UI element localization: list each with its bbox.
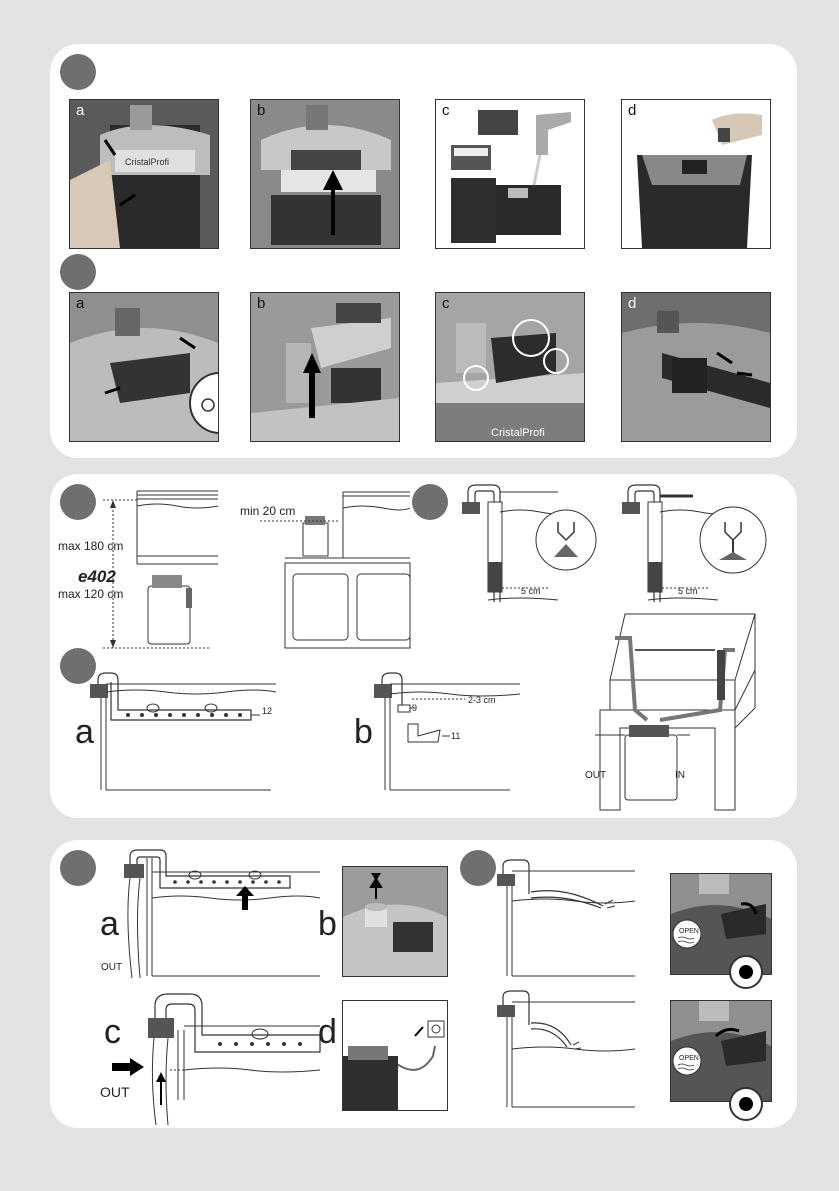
step-dot-2 [60, 254, 96, 290]
step-dot-3 [60, 484, 96, 520]
photo-row2-c: c CristalProfi [435, 292, 585, 442]
arrow-right-icon [112, 1058, 144, 1076]
filter-lift-photo [251, 100, 399, 248]
svg-text:CristalProfi: CristalProfi [491, 427, 545, 439]
valve-insert-photo [251, 293, 399, 441]
part-9-label: 9 [412, 703, 417, 713]
flow-diagram-weak [495, 987, 640, 1107]
flow-diagram-strong [495, 856, 640, 976]
photo-label: d [628, 102, 636, 119]
intake-diagram-2 [618, 482, 773, 602]
photo-label: b [257, 295, 265, 312]
hose-lock-photo [622, 293, 770, 441]
outlet-c-label: OUT [100, 1084, 130, 1100]
photo-label: d [628, 295, 636, 312]
photo-row2-d: d [621, 292, 771, 442]
step-dot-7 [460, 850, 496, 886]
five-cm-label-2: 5 cm [678, 586, 698, 596]
filter-photo: CristalProfi [70, 100, 218, 248]
step-6d-label: d [318, 1013, 337, 1052]
min-20-label: min 20 cm [240, 504, 295, 518]
step-dot-6 [60, 850, 96, 886]
outlet-detail-diagram [140, 990, 325, 1125]
clip-closing-photo [70, 293, 218, 441]
step-6a-label: a [100, 905, 119, 944]
photo-row1-a: a CristalProfi [69, 99, 219, 249]
max-120-label: max 120 cm [58, 587, 123, 601]
photo-row2-b: b [250, 292, 400, 442]
step-6b-label: b [318, 905, 337, 944]
svg-text:OPEN: OPEN [679, 928, 699, 935]
model-label: e402 [78, 567, 116, 587]
photo-label: a [76, 295, 84, 312]
photo-label: b [257, 102, 265, 119]
indicator-dot-1 [729, 955, 763, 989]
intake-diagram-1 [458, 482, 593, 602]
step-5a-label: a [75, 713, 94, 752]
step-5b-label: b [354, 713, 373, 752]
max-180-label: max 180 cm [58, 539, 123, 553]
height-diagram [100, 488, 230, 658]
outlet-a-label: OUT [101, 962, 122, 973]
photo-7-open-2: OPEN [670, 1000, 772, 1102]
photo-row1-c: c [435, 99, 585, 249]
valve-close-photo: OPEN [671, 1001, 771, 1101]
in-label: IN [675, 770, 685, 781]
out-label: OUT [585, 770, 606, 781]
outlet-spray-bar-diagram [120, 848, 325, 978]
rinse-baskets-photo [436, 100, 584, 248]
depth-2-3-cm-label: 2-3 cm [468, 695, 496, 705]
min-distance-diagram [285, 488, 410, 653]
photo-6d [342, 1000, 448, 1111]
nozzle-diagram [370, 670, 530, 795]
photo-row1-b: b [250, 99, 400, 249]
hose-connect-photo: CristalProfi [436, 293, 584, 441]
svg-text:OPEN: OPEN [679, 1055, 699, 1062]
indicator-dot-2 [729, 1087, 763, 1121]
step-dot-4 [412, 484, 448, 520]
step-dot-1 [60, 54, 96, 90]
basket-assembly-photo [622, 100, 770, 248]
photo-row1-d: d [621, 99, 771, 249]
step-6c-label: c [104, 1013, 121, 1052]
svg-text:CristalProfi: CristalProfi [125, 157, 169, 167]
photo-label: a [76, 102, 84, 119]
plug-in-photo [343, 1001, 447, 1110]
spray-bar-diagram [86, 670, 281, 795]
photo-label: c [442, 295, 450, 312]
part-12-label: 12 [262, 706, 272, 716]
photo-row2-a: a [69, 292, 219, 442]
photo-6b [342, 866, 448, 977]
press-primer-photo [343, 867, 447, 976]
photo-label: c [442, 102, 450, 119]
part-11-label: 11 [451, 731, 460, 741]
five-cm-label-1: 5 cm [521, 586, 541, 596]
